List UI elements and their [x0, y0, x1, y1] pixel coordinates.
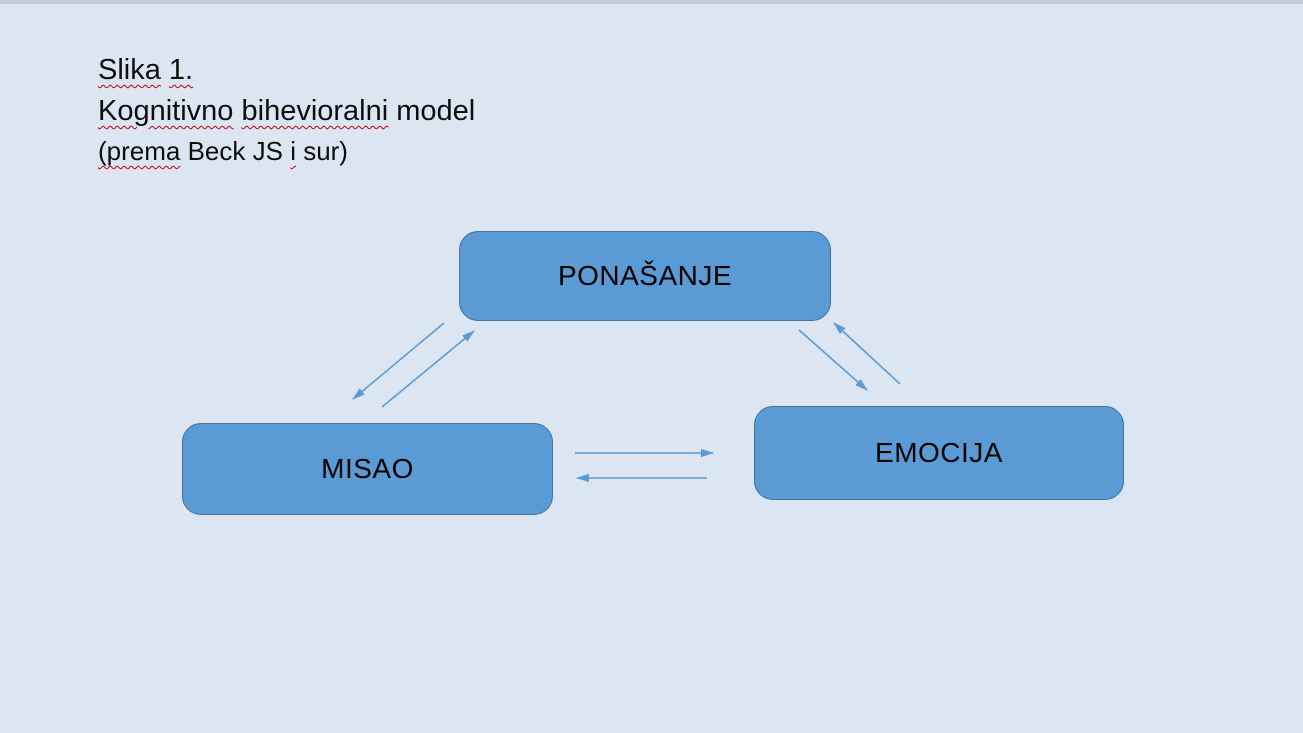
slide-caption: Slika 1. Kognitivno bihevioralni model (… — [98, 50, 475, 171]
caption-word: sur) — [295, 136, 348, 166]
caption-word: model — [388, 95, 476, 127]
node-ponasanje-label: PONAŠANJE — [557, 260, 733, 291]
misao-to-ponasanje-arrow — [381, 330, 475, 408]
caption-line-3: (prema Beck JS i sur) — [98, 132, 475, 171]
window-top-strip — [0, 0, 1303, 4]
node-emocija-label: EMOCIJA — [875, 437, 1003, 468]
caption-word-misspelled: (prema — [98, 136, 181, 166]
caption-word-misspelled: bihevioralni — [241, 95, 389, 127]
node-misao: MISAO — [182, 423, 553, 515]
caption-word-misspelled: Slika — [98, 54, 161, 86]
caption-word: Beck JS — [180, 136, 291, 166]
caption-word-misspelled: 1. — [168, 54, 194, 86]
ponasanje-to-emocija-arrow — [798, 329, 868, 391]
caption-word-misspelled: i — [290, 136, 296, 166]
node-emocija: EMOCIJA — [754, 406, 1124, 500]
emocija-to-ponasanje-arrow — [833, 322, 901, 385]
caption-word — [161, 54, 169, 86]
node-misao-label: MISAO — [321, 453, 414, 484]
caption-line-1: Slika 1. — [98, 50, 475, 91]
caption-word — [233, 95, 241, 127]
ponasanje-to-misao-arrow — [352, 322, 445, 400]
caption-word-misspelled: Kognitivno — [98, 95, 234, 127]
caption-line-2: Kognitivno bihevioralni model — [98, 91, 475, 132]
node-ponasanje: PONAŠANJE — [459, 231, 831, 321]
